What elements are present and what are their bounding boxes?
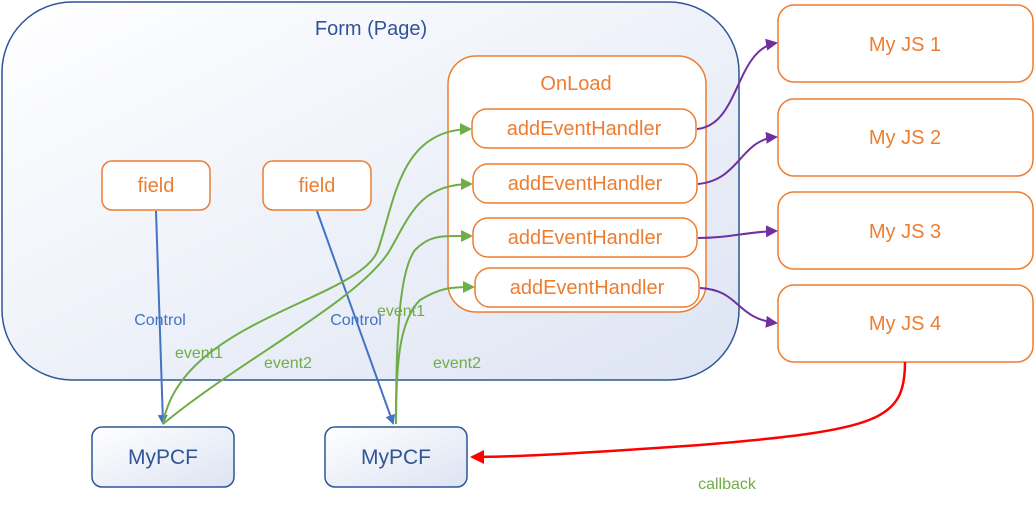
handler-node-4[interactable]: addEventHandler — [474, 267, 700, 308]
pcf-label-1: MyPCF — [128, 446, 198, 469]
script-node-1[interactable]: My JS 1 — [777, 4, 1034, 83]
handler-js-edge-3 — [697, 225, 778, 239]
handler-js-edge-2 — [697, 131, 778, 185]
handler-node-3[interactable]: addEventHandler — [472, 217, 698, 258]
script-label-3: My JS 3 — [869, 221, 941, 243]
script-label-1: My JS 1 — [869, 34, 941, 56]
event2-label-b: event2 — [433, 355, 481, 372]
event-edge-3 — [395, 229, 473, 425]
field-label-1: field — [138, 175, 175, 197]
control-label-2: Control — [330, 312, 382, 329]
handler-node-2[interactable]: addEventHandler — [472, 163, 698, 204]
script-node-2[interactable]: My JS 2 — [777, 98, 1034, 177]
script-label-2: My JS 2 — [869, 127, 941, 149]
handler-label-4: addEventHandler — [510, 277, 665, 299]
handler-node-1[interactable]: addEventHandler — [471, 108, 697, 149]
handler-js-edge-4 — [699, 287, 778, 328]
handler-label-3: addEventHandler — [508, 227, 663, 249]
event1-label-a: event1 — [175, 345, 223, 362]
control-edge-2 — [316, 210, 396, 425]
handler-label-1: addEventHandler — [507, 118, 662, 140]
onload-title: OnLoad — [540, 73, 611, 95]
event2-label-a: event2 — [264, 355, 312, 372]
handler-label-2: addEventHandler — [508, 173, 663, 195]
event-edge-4 — [395, 281, 475, 425]
field-label-2: field — [299, 175, 336, 197]
script-node-3[interactable]: My JS 3 — [777, 191, 1034, 270]
event1-label-b: event1 — [377, 303, 425, 320]
pcf-node-1[interactable]: MyPCF — [91, 426, 235, 488]
control-edge-1 — [155, 210, 168, 425]
script-label-4: My JS 4 — [869, 313, 941, 335]
field-node-2[interactable]: field — [262, 160, 372, 211]
callback-edge — [470, 361, 907, 464]
handler-js-edge-1 — [696, 38, 778, 130]
event-edge-1 — [162, 123, 472, 425]
pcf-node-2[interactable]: MyPCF — [324, 426, 468, 488]
control-label-1: Control — [134, 312, 186, 329]
callback-label: callback — [698, 476, 757, 493]
script-node-4[interactable]: My JS 4 — [777, 284, 1034, 363]
form-title: Form (Page) — [315, 18, 427, 40]
pcf-label-2: MyPCF — [361, 446, 431, 469]
field-node-1[interactable]: field — [101, 160, 211, 211]
event-edge-2 — [162, 178, 473, 425]
